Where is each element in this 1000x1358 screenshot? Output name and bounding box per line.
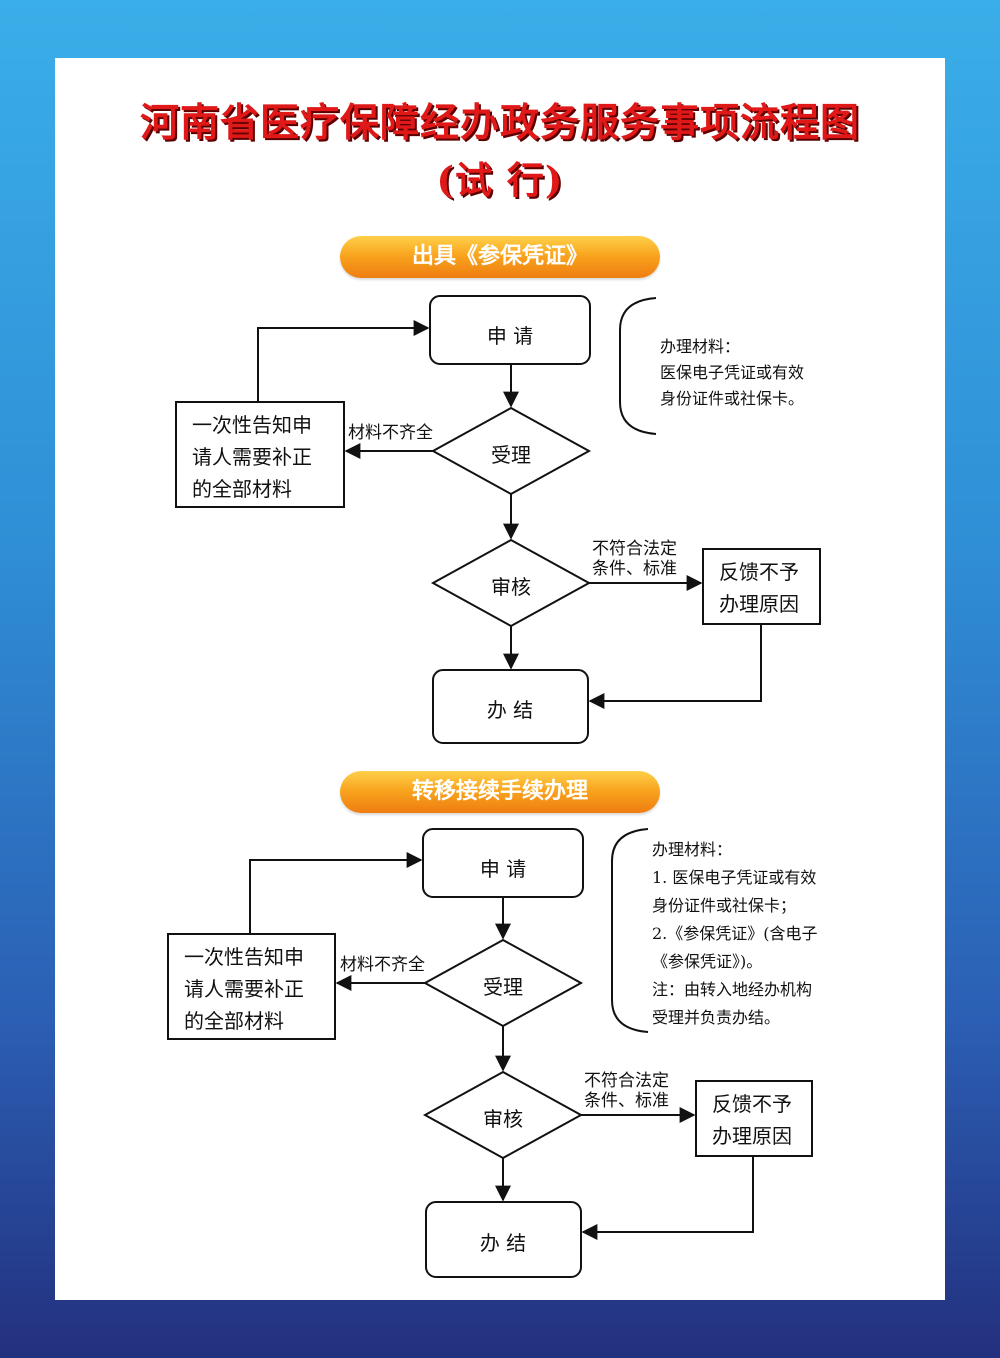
s1-complete-node [432, 669, 589, 744]
s2-feedback-text: 反馈不予 办理原因 [712, 1088, 792, 1152]
s1-feedback-line-1: 反馈不予 [719, 560, 799, 584]
s2-notify-line-2: 请人需要补正 [184, 977, 304, 1001]
s1-review-label: 审核 [491, 575, 531, 599]
s1-incomplete-label: 材料不齐全 [348, 423, 433, 443]
s2-feedback-line-1: 反馈不予 [712, 1092, 792, 1116]
s1-accept-label: 受理 [491, 443, 531, 467]
s1-feedback-text: 反馈不予 办理原因 [719, 556, 799, 620]
s1-apply-label: 申 请 [486, 324, 534, 348]
s1-materials-line-2: 医保电子凭证或有效 [660, 363, 805, 382]
s1-notify-line-1: 一次性告知申 [192, 413, 312, 437]
s1-materials-line-3: 身份证件或社保卡。 [660, 389, 805, 408]
s2-materials-line-5: 《参保凭证》)。 [652, 952, 763, 971]
page-subtitle: (试 行) [436, 158, 564, 202]
s2-notify-line-1: 一次性告知申 [184, 945, 304, 969]
s2-notify-box [167, 933, 336, 1040]
section-2-heading: 转移接续手续办理 [340, 771, 660, 813]
s1-notify-text: 一次性告知申 请人需要补正 的全部材料 [192, 409, 312, 505]
s1-noncompliant-line-2: 条件、标准 [592, 559, 677, 579]
s2-notify-line-3: 的全部材料 [184, 1009, 284, 1033]
s1-materials-brace [619, 297, 657, 435]
s1-notify-box [175, 401, 345, 508]
s2-materials-line-2: 1. 医保电子凭证或有效 [652, 868, 817, 887]
s1-materials-note: 办理材料： 医保电子凭证或有效 身份证件或社保卡。 [660, 334, 804, 412]
s2-materials-line-4: 2.《参保凭证》(含电子 [652, 924, 818, 943]
s2-feedback-line-2: 办理原因 [712, 1124, 792, 1148]
s2-incomplete-label: 材料不齐全 [340, 955, 425, 975]
s2-materials-line-3: 身份证件或社保卡； [652, 896, 797, 915]
s1-noncompliant-label: 不符合法定 条件、标准 [592, 539, 677, 579]
s2-noncompliant-line-1: 不符合法定 [584, 1071, 669, 1091]
s1-complete-label: 办 结 [486, 698, 534, 722]
s2-notify-text: 一次性告知申 请人需要补正 的全部材料 [184, 941, 304, 1037]
s2-review-label: 审核 [483, 1107, 523, 1131]
s2-materials-note: 办理材料： 1. 医保电子凭证或有效 身份证件或社保卡； 2.《参保凭证》(含电… [652, 836, 818, 1032]
s1-notify-line-2: 请人需要补正 [192, 445, 312, 469]
s1-notify-line-3: 的全部材料 [192, 477, 292, 501]
s2-materials-line-7: 受理并负责办结。 [652, 1008, 781, 1027]
section-1-heading: 出具《参保凭证》 [340, 236, 660, 278]
s2-complete-node [425, 1201, 582, 1278]
s1-feedback-line-2: 办理原因 [719, 592, 799, 616]
s1-materials-line-1: 办理材料： [660, 337, 741, 356]
s2-materials-line-6: 注：由转入地经办机构 [652, 980, 813, 999]
page-title: 河南省医疗保障经办政务服务事项流程图 [139, 100, 860, 146]
s1-noncompliant-line-1: 不符合法定 [592, 539, 677, 559]
s2-accept-label: 受理 [483, 975, 523, 999]
s2-apply-label: 申 请 [479, 857, 527, 881]
s2-complete-label: 办 结 [479, 1231, 527, 1255]
s2-materials-brace [611, 828, 649, 1033]
s2-materials-line-1: 办理材料： [652, 840, 733, 859]
s2-noncompliant-line-2: 条件、标准 [584, 1091, 669, 1111]
s2-noncompliant-label: 不符合法定 条件、标准 [584, 1071, 669, 1111]
